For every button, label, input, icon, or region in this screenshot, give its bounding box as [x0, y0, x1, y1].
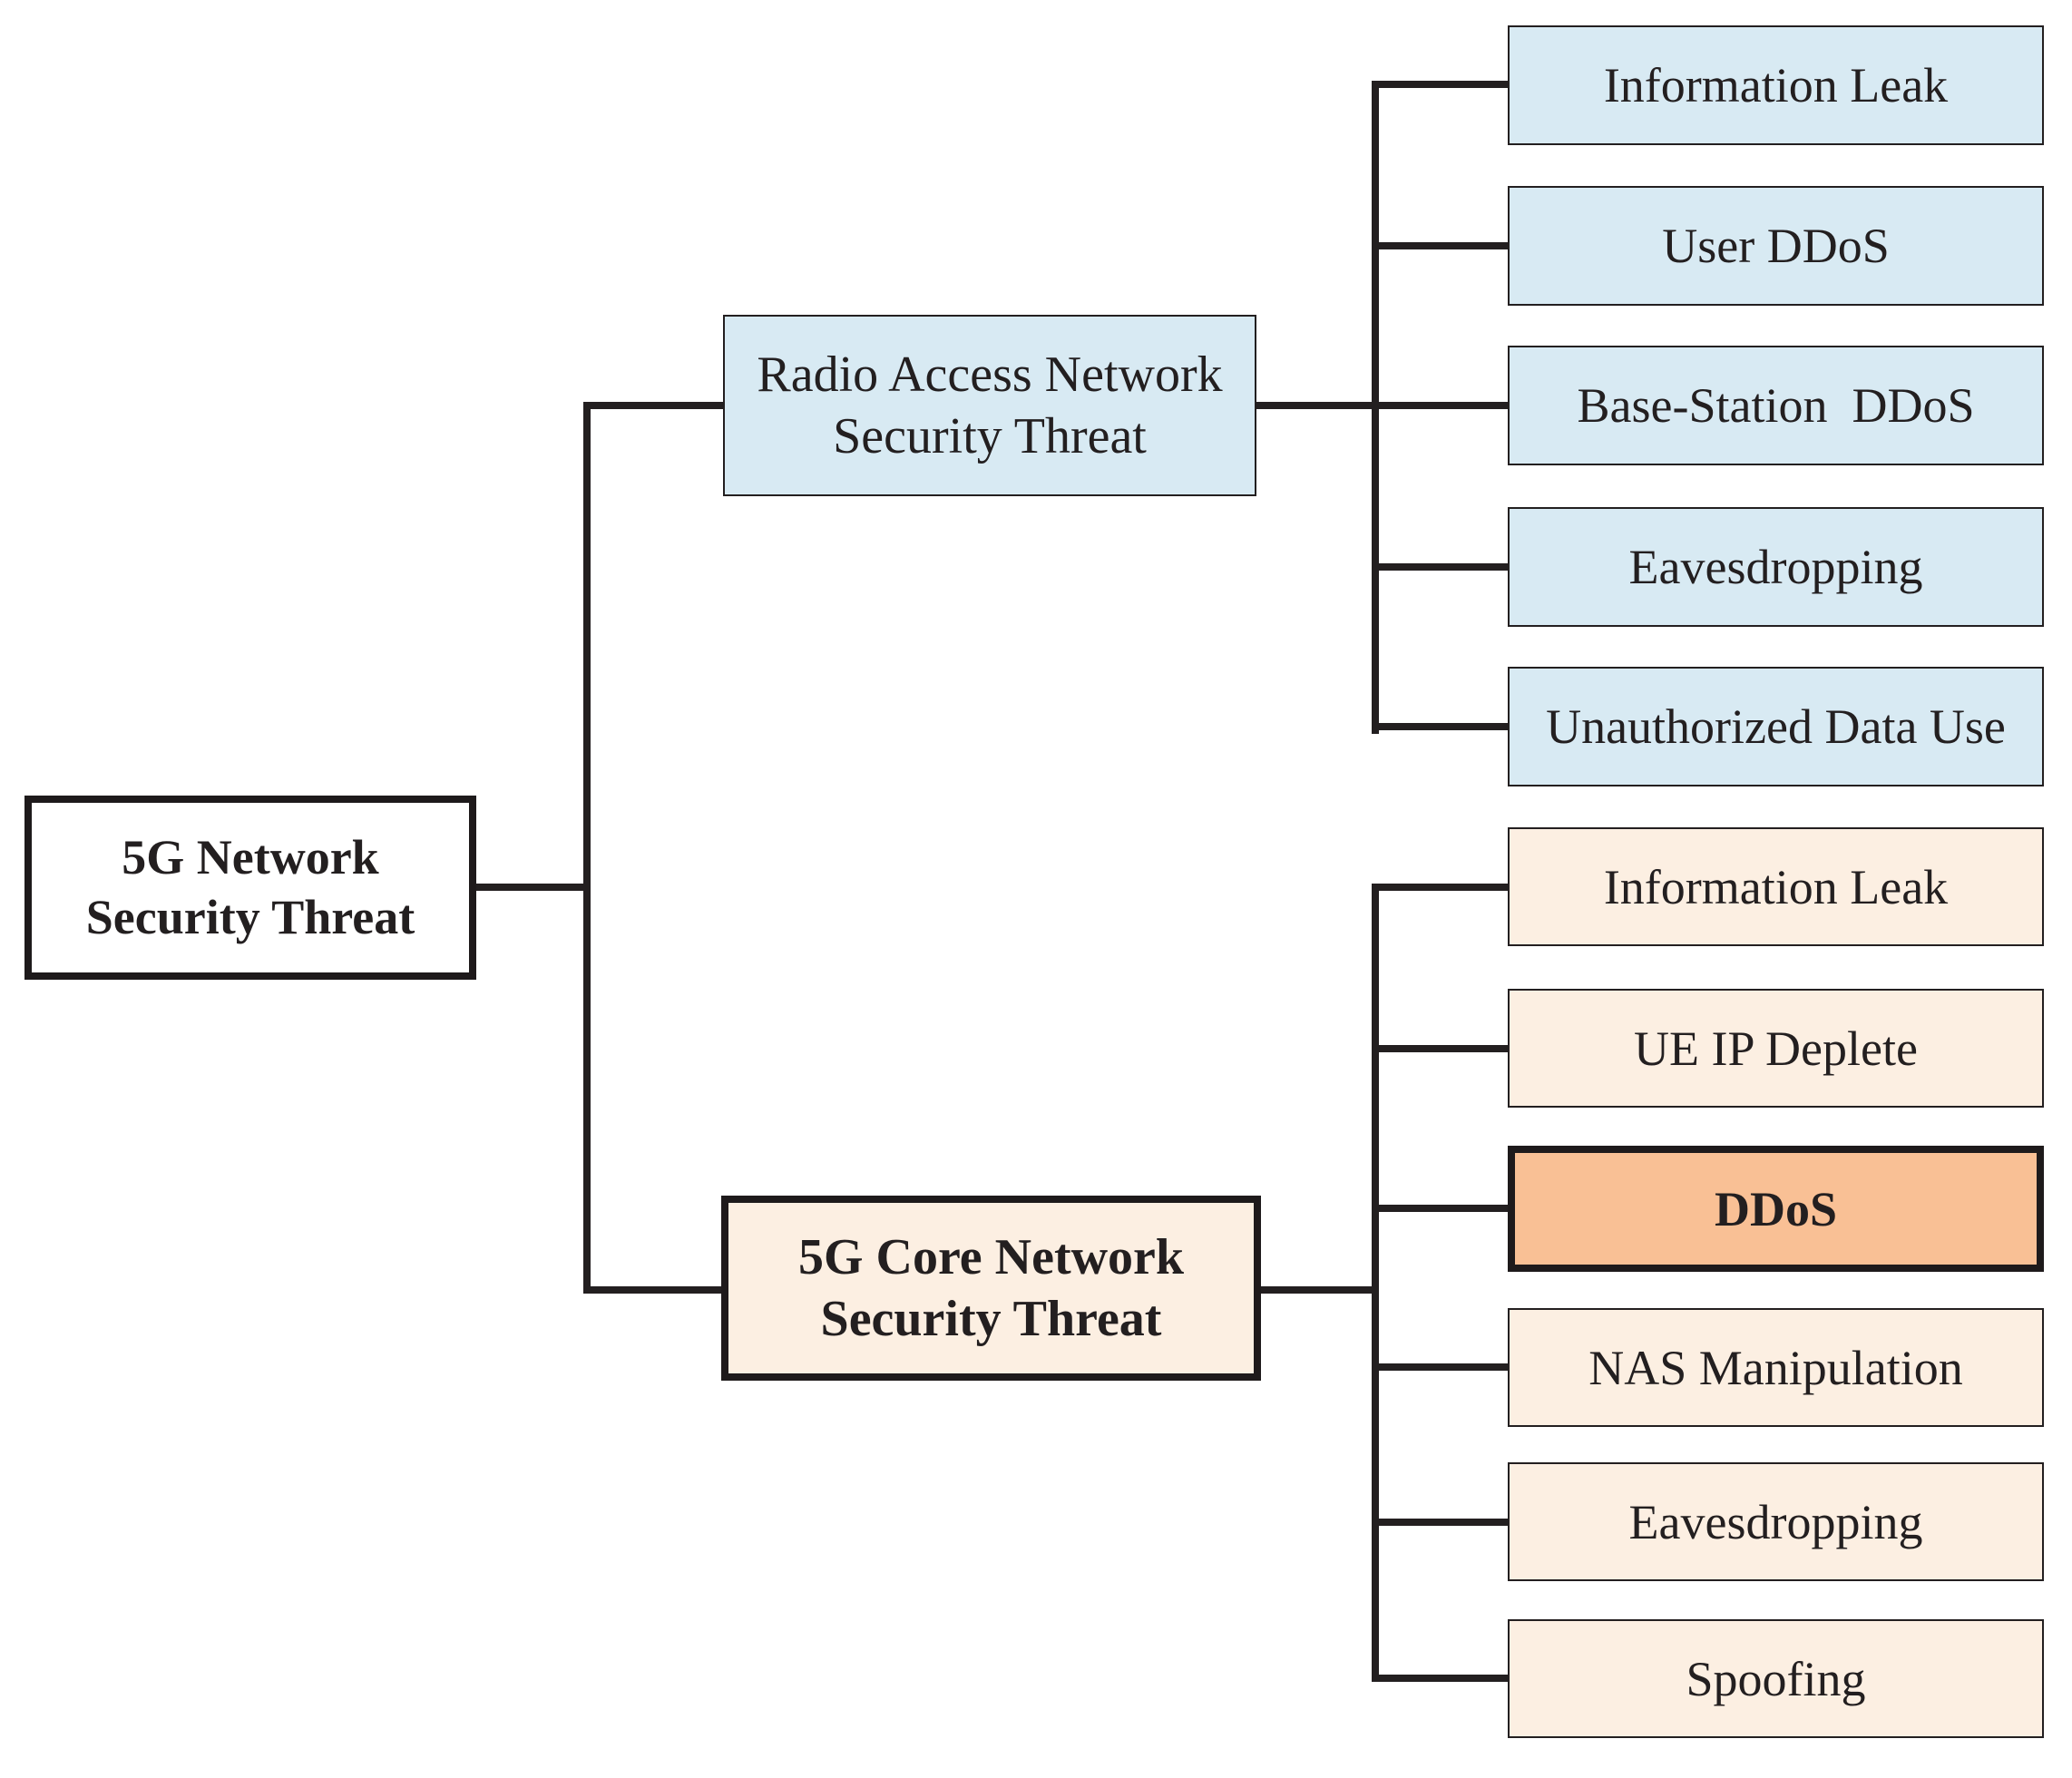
trunk-to-ran-line — [583, 402, 730, 409]
leaf-core-information-leak: Information Leak — [1508, 827, 2044, 946]
core-stub-eavesdropping — [1372, 1519, 1510, 1526]
node-radio-access-network-security-threat: Radio Access Network Security Threat — [723, 315, 1256, 496]
leaf-core-eavesdropping: Eavesdropping — [1508, 1462, 2044, 1581]
node-label: 5G Network Security Threat — [86, 828, 415, 948]
node-label-line2: Security Threat — [820, 1291, 1162, 1347]
ran-stub-information-leak — [1372, 81, 1510, 88]
trunk-to-core-line — [583, 1286, 728, 1294]
ran-stub-unauthorized-data-use — [1372, 723, 1510, 730]
node-label-line1: 5G Network — [122, 829, 379, 884]
leaf-ran-eavesdropping: Eavesdropping — [1508, 507, 2044, 627]
leaf-core-spoofing: Spoofing — [1508, 1619, 2044, 1738]
leaf-ran-unauthorized-data-use: Unauthorized Data Use — [1508, 667, 2044, 786]
core-stub-spoofing — [1372, 1675, 1510, 1682]
ran-stub-user-ddos — [1372, 242, 1510, 249]
node-label: 5G Core Network Security Threat — [798, 1226, 1184, 1351]
main-trunk-line — [583, 402, 591, 1294]
root-to-trunk-line — [476, 884, 591, 891]
ran-children-trunk-line — [1372, 81, 1379, 734]
leaf-core-ue-ip-deplete: UE IP Deplete — [1508, 989, 2044, 1108]
node-label-line2: Security Threat — [85, 889, 415, 944]
leaf-core-ddos-highlighted: DDoS — [1508, 1146, 2044, 1272]
core-to-children-trunk-feed — [1261, 1286, 1379, 1294]
core-stub-nas-manipulation — [1372, 1363, 1510, 1371]
core-stub-information-leak — [1372, 884, 1510, 891]
leaf-core-nas-manipulation: NAS Manipulation — [1508, 1308, 2044, 1427]
core-children-trunk-line — [1372, 884, 1379, 1682]
node-label: Radio Access Network Security Threat — [757, 344, 1222, 468]
node-5g-network-security-threat: 5G Network Security Threat — [24, 796, 476, 980]
node-label-line1: 5G Core Network — [797, 1228, 1185, 1285]
leaf-ran-user-ddos: User DDoS — [1508, 186, 2044, 306]
ran-to-children-trunk-feed — [1256, 402, 1510, 409]
core-stub-ue-ip-deplete — [1372, 1045, 1510, 1052]
node-label-line2: Security Threat — [833, 408, 1147, 464]
leaf-ran-base-station-ddos: Base-Station DDoS — [1508, 346, 2044, 465]
core-stub-ddos — [1372, 1205, 1510, 1212]
ran-stub-eavesdropping — [1372, 563, 1510, 571]
node-5g-core-network-security-threat: 5G Core Network Security Threat — [721, 1196, 1261, 1381]
node-label-line1: Radio Access Network — [757, 346, 1223, 403]
leaf-ran-information-leak: Information Leak — [1508, 25, 2044, 145]
